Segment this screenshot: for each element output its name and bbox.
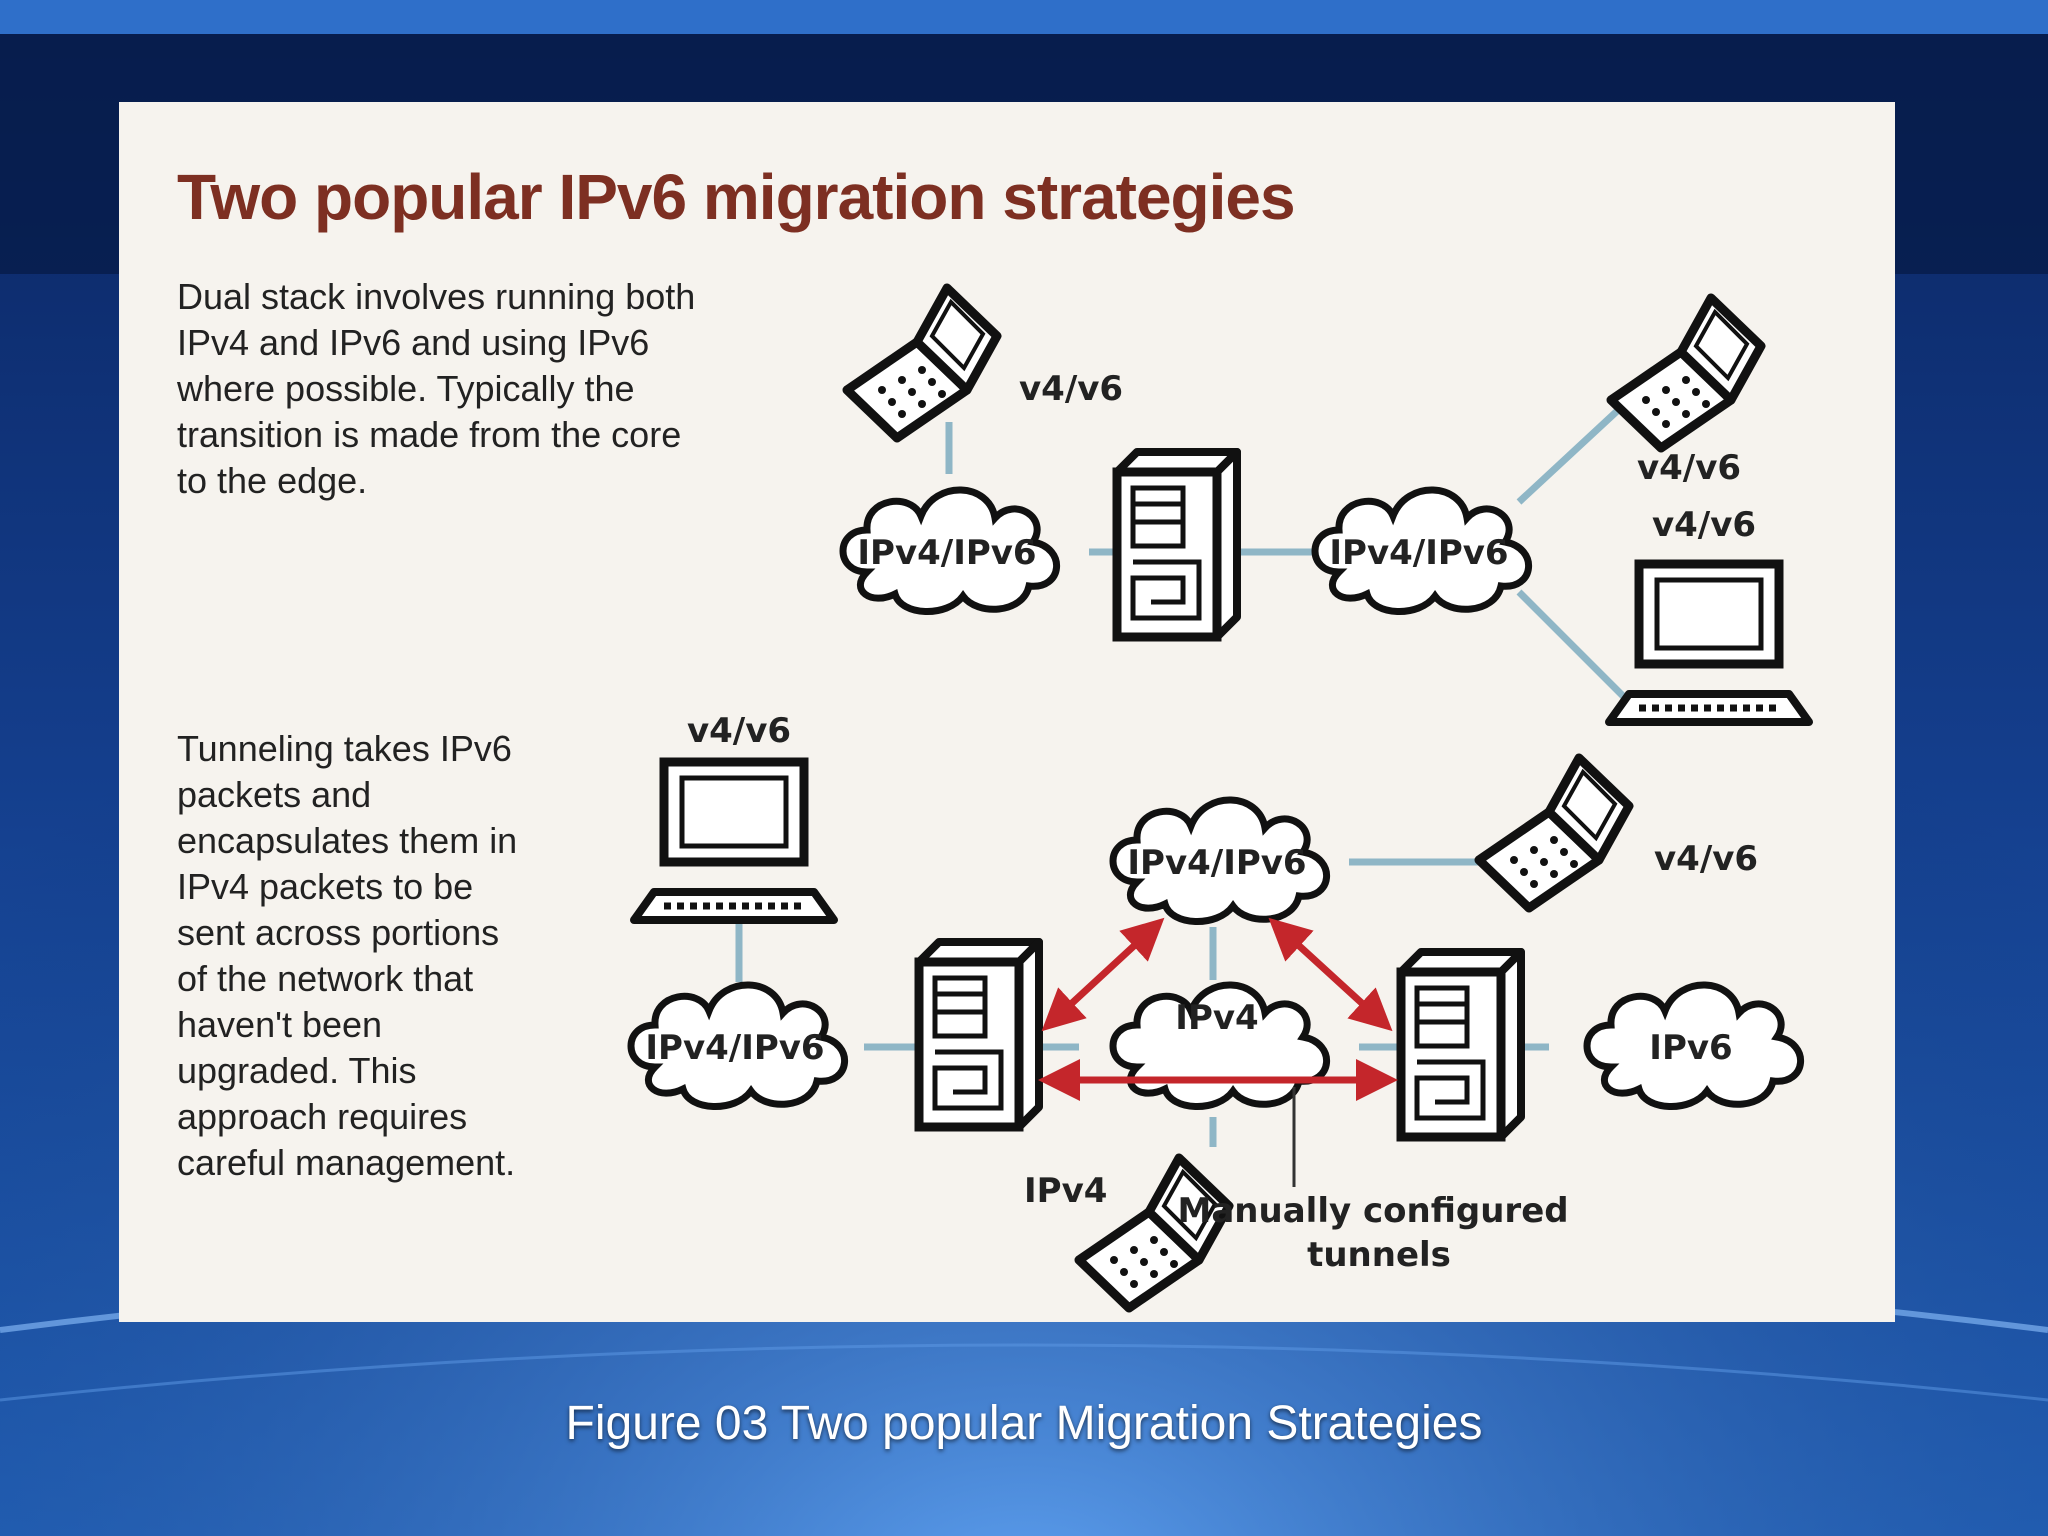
label-cloud-tunnel-center: IPv4 [1175,998,1258,1038]
label-cloud-dual-right: IPv4/IPv6 [1329,533,1508,573]
dual-stack-description: Dual stack involves running both IPv4 an… [177,276,696,501]
tunneling-description: Tunneling takes IPv6 packets and encapsu… [177,728,518,1183]
label-desktop-dual-right: v4/v6 [1652,505,1756,545]
cloud-dual-right: IPv4/IPv6 [1315,490,1529,612]
label-laptop-dual-right: v4/v6 [1637,448,1741,488]
cloud-tunnel-left: IPv4/IPv6 [631,985,845,1107]
server-icon [1401,952,1521,1137]
laptop-icon [1611,298,1761,448]
slide-caption: Figure 03 Two popular Migration Strategi… [565,1397,1483,1450]
desktop-icon [634,762,834,920]
server-icon [919,942,1039,1127]
laptop-icon [847,288,997,438]
cloud-tunnel-right: IPv6 [1587,985,1801,1107]
laptop-icon [1479,758,1629,908]
figure-panel: v4/v6 IPv4/IPv6 IPv4/IPv6 v4/v6 v4/v6 v4… [119,102,1895,1322]
cloud-tunnel-center: IPv4 [1113,985,1327,1107]
dual-stack-links [945,397,1632,705]
network-diagram: v4/v6 IPv4/IPv6 IPv4/IPv6 v4/v6 v4/v6 v4… [119,102,1895,1322]
cloud-dual-left: IPv4/IPv6 [843,490,1057,612]
server-icon [1117,452,1237,637]
label-cloud-tunnel-right: IPv6 [1649,1028,1732,1068]
label-laptop-tunnel-bottom: IPv4 [1024,1171,1107,1211]
label-laptop-dual-left: v4/v6 [1019,369,1123,409]
figure-title: Two popular IPv6 migration strategies [177,161,1296,233]
label-tunnels: Manually configured tunnels [1178,1191,1581,1275]
label-cloud-tunnel-top: IPv4/IPv6 [1127,843,1306,883]
label-cloud-dual-left: IPv4/IPv6 [857,533,1036,573]
tunnel-arrow-right-diagonal [1268,917,1393,1032]
desktop-icon [1609,564,1809,722]
tunneling-links [735,858,1549,1147]
tunnel-arrow-left-diagonal [1041,917,1165,1032]
label-desktop-tunnel: v4/v6 [687,711,791,751]
label-cloud-tunnel-left: IPv4/IPv6 [645,1028,824,1068]
label-laptop-tunnel-right: v4/v6 [1654,839,1758,879]
cloud-tunnel-top: IPv4/IPv6 [1113,800,1327,922]
tunnel-arrows [1038,917,1398,1101]
